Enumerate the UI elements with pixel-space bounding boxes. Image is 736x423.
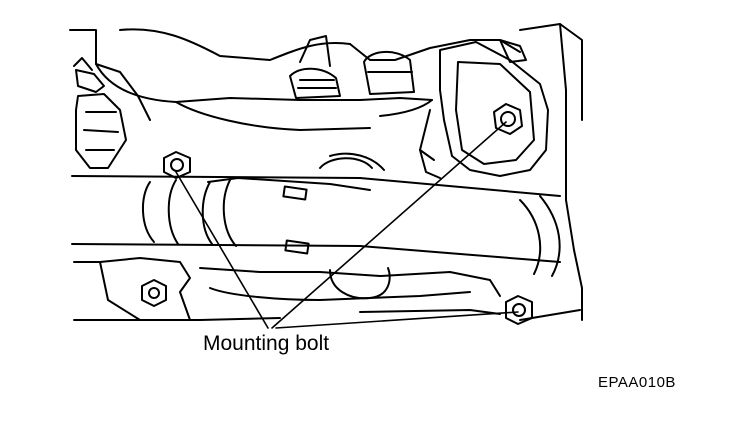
- mounting-bolt-lower-right: [506, 296, 532, 324]
- lower-housing: [74, 196, 580, 320]
- engine-block-outline: [70, 24, 582, 320]
- intake-pipe: [72, 154, 560, 262]
- mounting-bolt-left: [164, 152, 190, 178]
- mounting-bolt-upper-right: [494, 104, 522, 134]
- mounting-bracket: [420, 40, 548, 178]
- figure-id: EPAA010B: [598, 374, 676, 391]
- callout-leader-lines: [176, 122, 518, 328]
- hose-fitting: [290, 36, 414, 98]
- sensor-connector: [74, 58, 126, 168]
- bolt-lower-left: [142, 280, 166, 306]
- callout-label-mounting-bolt: Mounting bolt: [203, 332, 330, 355]
